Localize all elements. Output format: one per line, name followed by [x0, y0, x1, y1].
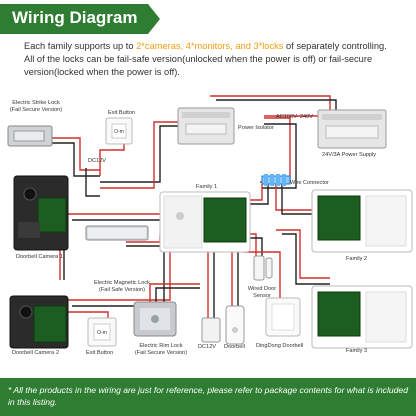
intro-prefix: Each family supports up to — [24, 41, 137, 51]
family-2-monitor — [311, 189, 413, 253]
magnetic-lock — [85, 225, 149, 241]
exit-button-top: O-m — [105, 117, 133, 145]
wire — [100, 121, 196, 189]
wire — [72, 249, 200, 307]
footer-note: * All the products in the wiring are jus… — [8, 385, 408, 407]
label-dc12v-top: DC12V — [88, 158, 107, 164]
wire — [210, 95, 331, 110]
wire-connector — [261, 174, 291, 186]
exit-button-bottom: O-m — [87, 317, 117, 347]
label-dingdong-doorbell: DingDong Doorbell — [256, 343, 304, 349]
doorbell-camera-2 — [9, 295, 69, 349]
wired-door-sensor — [253, 255, 273, 281]
power-supply — [317, 109, 387, 149]
wire — [52, 137, 100, 171]
intro-suffix: of separately controlling. All of the lo… — [24, 41, 387, 77]
wire — [282, 233, 330, 285]
rim-lock — [133, 301, 177, 337]
dc12v-adapter — [201, 317, 221, 343]
label-power-supply: 24V/3A Power Supply — [322, 152, 377, 158]
title-banner: Wiring Diagram — [0, 4, 160, 34]
label-strike-lock: Electric Strike Lock (Fail Secure Versio… — [9, 100, 63, 113]
label-power-isolator: Power Isolator — [238, 125, 274, 131]
dingdong-doorbell — [265, 297, 301, 337]
label-wire-connector: Wire Connector — [290, 180, 329, 186]
intro-text: Each family supports up to 2*cameras, 4*… — [24, 40, 396, 79]
label-family-2: Family 2 — [346, 256, 368, 262]
label-family-1: Family 1 — [196, 184, 218, 190]
label-exit-button-top: Exit Button — [108, 110, 136, 116]
label-ac: AC100V- 240V — [276, 114, 314, 120]
wiring-diagram: O-m O-m — [7, 95, 413, 349]
label-wired-door-sensor: Wired Door Sensor — [247, 286, 277, 299]
family-3-monitor — [311, 285, 413, 349]
wire — [276, 229, 330, 279]
svg-text:O-m: O-m — [97, 330, 107, 336]
label-doorbell-camera-1: Doorbell Camera 1 — [16, 254, 63, 260]
power-isolator — [177, 107, 235, 145]
label-family-3: Family 3 — [346, 348, 368, 354]
intro-highlight: 2*cameras, 4*monitors, and 3*locks — [136, 41, 284, 51]
label-dc12v-bottom: DC12V — [198, 344, 217, 350]
footer-banner: * All the products in the wiring are jus… — [0, 378, 416, 416]
wire — [149, 283, 200, 302]
label-exit-button-bottom: Exit Button — [86, 350, 114, 356]
family-1-monitor — [159, 191, 251, 253]
wire — [85, 168, 100, 197]
label-doorbell: Doorbell — [224, 344, 245, 350]
svg-text:O-m: O-m — [114, 129, 124, 135]
electric-strike-lock — [7, 125, 53, 147]
wired-doorbell — [225, 305, 245, 345]
wire — [155, 287, 200, 302]
doorbell-camera-1 — [13, 175, 69, 251]
page-title: Wiring Diagram — [12, 8, 138, 27]
label-doorbell-camera-2: Doorbell Camera 2 — [12, 350, 59, 356]
label-magnetic-lock: Electric Magnetic Lock (Fail Safe Versio… — [94, 280, 150, 293]
wire — [68, 311, 109, 318]
label-rim-lock: Electric Rim Lock (Fail Secure Version) — [134, 343, 188, 356]
wire — [52, 142, 100, 177]
wire — [262, 123, 297, 189]
wire — [216, 99, 337, 110]
